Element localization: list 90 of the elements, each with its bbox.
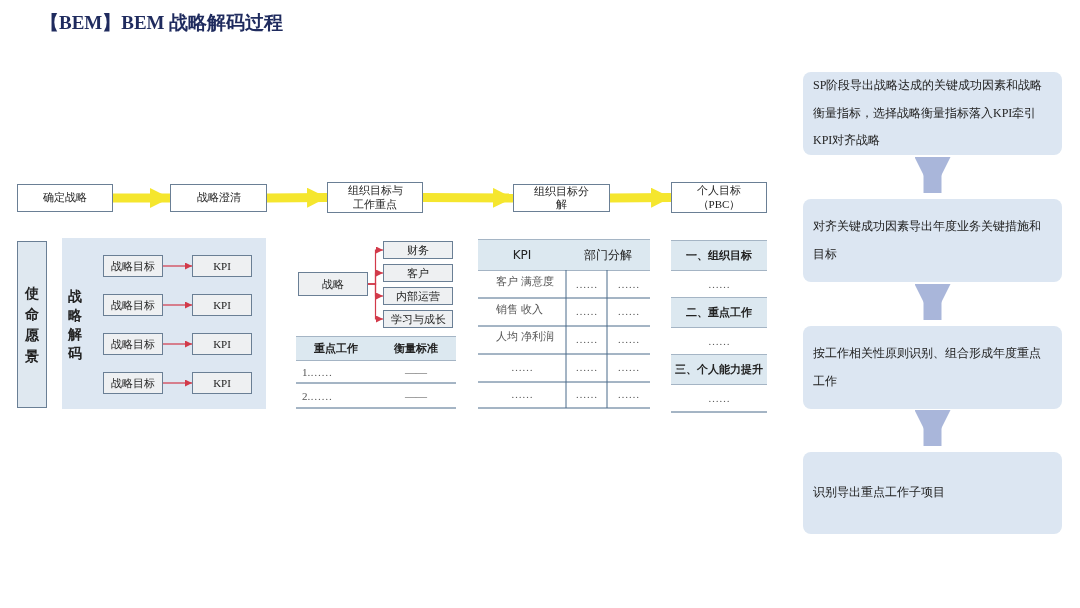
- table-entry: 2.……: [302, 389, 333, 402]
- table-entry: ——: [405, 365, 427, 378]
- arrow: [367, 283, 384, 323]
- box-text: 财务: [407, 242, 429, 258]
- step-box: [327, 182, 423, 213]
- box-text: 使命愿景: [24, 284, 40, 366]
- item-box: [192, 372, 252, 394]
- box-text: SP阶段导出战略达成的关键成功因素和战略衡量指标，选择战略衡量指标落入KPI牵引KPI对齐战略: [813, 77, 1044, 150]
- step-box: [671, 182, 767, 213]
- item-box: [383, 310, 453, 328]
- box-text: 战略目标: [111, 336, 155, 352]
- table-entry: 1.……: [302, 365, 333, 378]
- item-box: [192, 255, 252, 277]
- box-text: KPI: [213, 260, 231, 272]
- box-text: KPI: [213, 338, 231, 350]
- box-text: 组织目标与工作重点: [346, 184, 404, 211]
- process-box: [803, 199, 1062, 282]
- table-entry: ——: [405, 389, 427, 402]
- step-box: [513, 184, 610, 212]
- process-box: [803, 452, 1062, 534]
- item-box: [192, 333, 252, 355]
- box-text: 个人目标（PBC）: [696, 184, 742, 211]
- table-entry: ……: [708, 278, 730, 290]
- panel-heading: 战略解码: [67, 288, 83, 363]
- arrow: [162, 301, 193, 309]
- box-text: 组织目标分解: [533, 184, 590, 212]
- table-entry: ……: [575, 277, 598, 290]
- table-header: 一、组织目标: [671, 241, 767, 270]
- box-text: 战略: [322, 276, 344, 292]
- box-text: 按工作相关性原则识别、组合形成年度重点工作: [813, 344, 1042, 390]
- table-entry: ……: [617, 388, 640, 401]
- vertical-box: [17, 241, 47, 408]
- box-text: 战略澄清: [196, 191, 241, 205]
- arrow: [609, 187, 672, 208]
- page-title: 【BEM】BEM 战略解码过程: [40, 11, 284, 35]
- table-header: 三、个人能力提升: [671, 355, 767, 384]
- arrow: [162, 262, 193, 270]
- box-text: KPI: [213, 377, 231, 389]
- table-entry: ……: [511, 360, 533, 373]
- table-entry: ……: [575, 305, 598, 318]
- item-box: [298, 272, 368, 296]
- box-text: 识别导出重点工作子项目: [813, 484, 945, 502]
- decoding-panel: [62, 238, 266, 409]
- box-text: KPI: [213, 299, 231, 311]
- box-text: 战略目标: [111, 258, 155, 274]
- table-entry: ……: [575, 360, 598, 373]
- arrow: [914, 410, 951, 446]
- item-box: [103, 255, 163, 277]
- table-entry: ……: [575, 333, 598, 345]
- table-entry: ……: [708, 392, 730, 404]
- item-box: [103, 294, 163, 316]
- table-entry: 人均 净利润: [496, 329, 555, 345]
- arrow: [914, 284, 951, 320]
- table-header: 部门分解: [566, 240, 650, 270]
- item-box: [192, 294, 252, 316]
- table-header: 衡量标准: [376, 337, 456, 360]
- step-box: [170, 184, 267, 212]
- table-entry: ……: [617, 305, 640, 318]
- item-box: [103, 372, 163, 394]
- item-box: [103, 333, 163, 355]
- table-entry: ……: [708, 335, 730, 347]
- box-text: 战略目标: [111, 375, 155, 391]
- arrow: [266, 187, 328, 208]
- box-text: 学习与成长: [390, 311, 446, 327]
- table-entry: ……: [617, 333, 640, 345]
- table-header: KPI: [478, 240, 566, 270]
- box-text: 内部运营: [396, 288, 440, 304]
- arrow: [162, 379, 193, 387]
- box-text: 确定战略: [43, 191, 87, 205]
- item-box: [383, 287, 453, 305]
- table-header: 二、重点工作: [671, 298, 767, 327]
- box-text: 对齐关键成功因素导出年度业务关键措施和目标: [813, 217, 1042, 263]
- arrow: [422, 187, 514, 208]
- process-box: [803, 72, 1062, 155]
- item-box: [383, 241, 453, 259]
- step-box: [17, 184, 113, 212]
- arrow: [113, 188, 170, 208]
- arrow: [162, 340, 193, 348]
- table-entry: ……: [617, 360, 640, 373]
- item-box: [383, 264, 453, 282]
- arrow: [914, 157, 951, 193]
- box-text: 客户: [407, 265, 429, 281]
- table-entry: ……: [511, 388, 533, 401]
- table-entry: ……: [575, 388, 598, 401]
- table-entry: ……: [617, 277, 640, 290]
- table-header: 重点工作: [296, 337, 376, 360]
- table-entry: 销售 收入: [496, 301, 544, 317]
- table-entry: 客户 满意度: [496, 274, 555, 289]
- box-text: 战略目标: [111, 297, 155, 313]
- process-box: [803, 326, 1062, 409]
